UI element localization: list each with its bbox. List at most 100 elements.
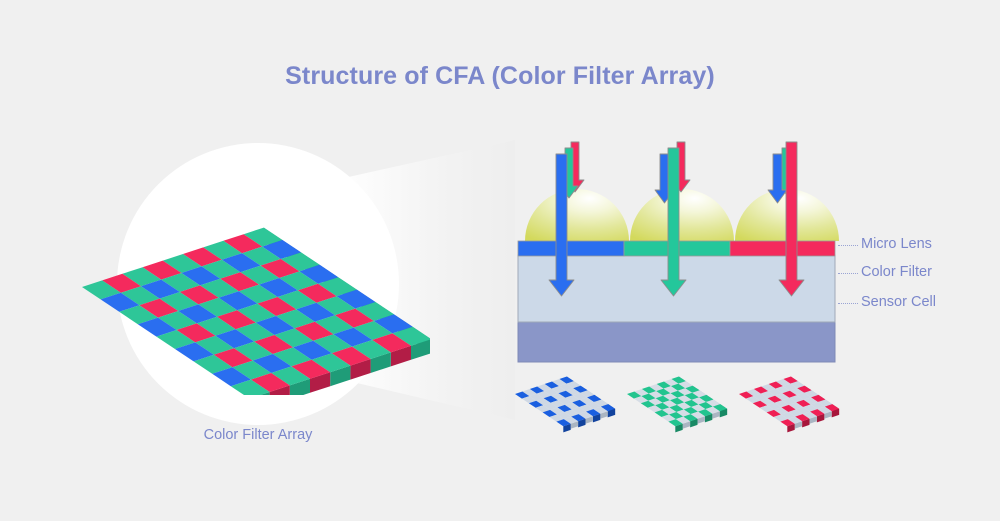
channel-array-blue (515, 376, 616, 433)
cell-side (824, 411, 832, 419)
array-cell-red (179, 285, 219, 305)
array-cell-green (276, 309, 315, 329)
array-cell-green (240, 265, 280, 285)
cell-base (565, 388, 581, 396)
cell-base (580, 390, 595, 398)
cell-base (551, 393, 566, 401)
cell-base (803, 404, 818, 412)
cell-base (810, 402, 825, 410)
cell-base (746, 389, 761, 397)
channel-arrays-group (515, 376, 840, 433)
cell-base (788, 409, 803, 417)
cell-base (662, 400, 677, 408)
cell-blue (543, 395, 558, 403)
cell-base (776, 379, 791, 387)
label-micro-lens: Micro Lens (861, 236, 932, 252)
color-filter-red (729, 240, 836, 257)
cell-base (690, 411, 705, 419)
micro-lens-1 (525, 189, 629, 241)
cell-side (712, 411, 720, 419)
cell-base (774, 400, 789, 408)
leader-line-sensor-cell (838, 303, 858, 304)
cell-base (649, 384, 664, 392)
cell-blue (557, 404, 572, 412)
cell-base (571, 407, 586, 415)
array-cell-red (217, 310, 256, 330)
cell-base (564, 409, 579, 417)
array-cell-blue (212, 367, 251, 387)
array-cell-blue (333, 327, 373, 347)
array-cell-side (370, 352, 391, 373)
cell-green (671, 376, 686, 384)
cell-base (552, 379, 567, 387)
cell-base (760, 398, 775, 406)
cell-side (802, 418, 810, 428)
page-title: Structure of CFA (Color Filter Array) (285, 62, 715, 90)
light-ray-blue-col3 (767, 153, 788, 204)
cell-base (579, 404, 594, 412)
light-ray-green-col2 (660, 147, 687, 297)
array-cell-blue (296, 302, 335, 322)
cell-base (677, 388, 693, 396)
cell-base (804, 390, 819, 398)
cell-green (656, 388, 671, 396)
cell-green (669, 397, 685, 405)
cell-green (655, 402, 670, 410)
array-cell-blue (215, 329, 255, 349)
cell-side (816, 413, 825, 423)
leader-line-color-filter (838, 273, 858, 274)
cell-green (670, 383, 686, 391)
micro-lens-2 (630, 189, 734, 241)
cell-blue (571, 414, 586, 422)
cell-base (789, 388, 805, 396)
cell-base (572, 392, 587, 400)
array-cell-green (234, 341, 273, 361)
array-cell-green (162, 254, 202, 273)
array-cell-green (196, 316, 236, 336)
cell-base (579, 397, 594, 405)
array-cell-red (213, 348, 253, 368)
array-cell-green (122, 267, 162, 287)
cell-base (705, 406, 720, 414)
array-cell-green (120, 286, 160, 306)
sensor-cross-section (517, 141, 839, 363)
cell-base (782, 383, 798, 391)
cell-base (663, 386, 678, 394)
array-cell-green (230, 379, 270, 395)
cell-side (563, 423, 571, 433)
cell-side (690, 418, 698, 428)
cell-red (767, 395, 782, 403)
cell-base (768, 388, 783, 396)
cell-green (668, 412, 684, 420)
cell-red (752, 400, 768, 408)
cell-base (803, 397, 818, 405)
cell-green (684, 392, 699, 400)
array-cell-blue (181, 266, 221, 286)
array-caption: Color Filter Array (203, 427, 313, 443)
array-cell-blue (178, 304, 217, 324)
cell-side (704, 413, 713, 423)
cell-base (817, 406, 832, 414)
cell-base (563, 416, 579, 424)
array-cell-blue (221, 253, 261, 273)
label-sensor-cell: Sensor Cell (861, 294, 936, 310)
cell-base (787, 416, 803, 424)
cell-base (593, 399, 609, 407)
cell-base (557, 397, 573, 405)
cell-green (656, 381, 671, 389)
array-cell-blue (293, 340, 332, 360)
array-cell-blue (218, 291, 258, 311)
cell-base (676, 409, 691, 417)
array-cell-green (355, 302, 394, 321)
array-cell-green (243, 227, 283, 247)
cell-base (593, 406, 608, 414)
cell-blue (558, 390, 573, 398)
array-cell-red (331, 346, 371, 366)
cell-base (767, 402, 782, 410)
cell-side (697, 416, 705, 424)
array-cell-green (352, 340, 391, 359)
cell-green (683, 414, 698, 422)
array-cell-red (102, 273, 141, 293)
cell-base (691, 397, 706, 405)
